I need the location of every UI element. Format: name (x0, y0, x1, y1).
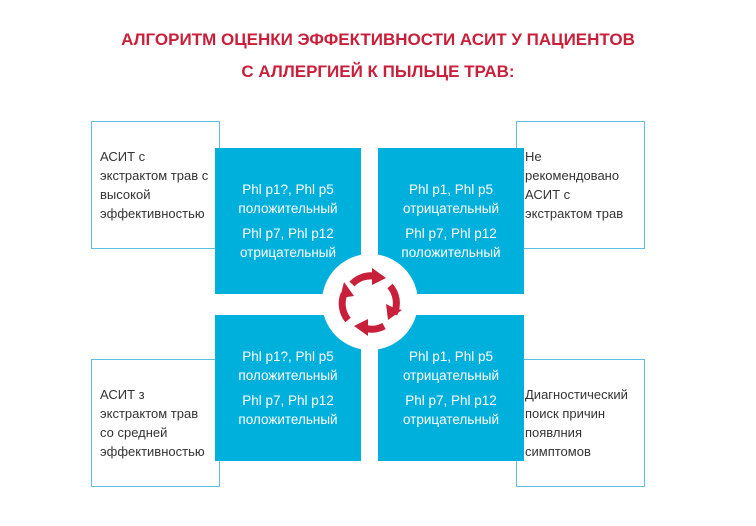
condition-top-left: Phl p1?, Phl p5 положительный Phl p7, Phl… (215, 148, 361, 294)
allergen-b: Phl p7, Phl p12 (242, 393, 334, 408)
outcome-top-right: Не рекомендовано АСИТ с экстрактом трав (516, 121, 645, 249)
condition-bottom-right: Phl p1, Phl p5 отрицательный Phl p7, Phl … (378, 315, 524, 461)
status-a: положительный (238, 201, 338, 216)
condition-top-right: Phl p1, Phl p5 отрицательный Phl p7, Phl … (378, 148, 524, 294)
status-b: отрицательный (402, 412, 500, 427)
allergen-b: Phl p7, Phl p12 (242, 226, 334, 241)
condition-bottom-left: Phl p1?, Phl p5 положительный Phl p7, Phl… (215, 315, 361, 461)
status-a: положительный (238, 368, 338, 383)
outcome-top-left: АСИТ с экстрактом трав с высокой эффекти… (91, 121, 220, 249)
outcome-bottom-right: Диагностический поиск причин появлния си… (516, 359, 645, 487)
cycle-arrows-icon (338, 268, 402, 336)
allergen-b: Phl p7, Phl p12 (405, 393, 497, 408)
status-a: отрицательный (402, 201, 500, 216)
allergen-a: Phl p1?, Phl p5 (242, 182, 334, 197)
allergen-a: Phl p1, Phl p5 (408, 349, 494, 364)
cycle-circle (322, 254, 418, 350)
outcome-bottom-left: АСИТ з экстрактом трав со средней эффект… (91, 359, 220, 487)
allergen-a: Phl p1, Phl p5 (408, 182, 494, 197)
allergen-b: Phl p7, Phl p12 (405, 226, 497, 241)
status-b: положительный (238, 412, 338, 427)
title-line-1: АЛГОРИТМ ОЦЕНКИ ЭФФЕКТИВНОСТИ АСИТ У ПАЦ… (121, 30, 635, 49)
title-line-2: С АЛЛЕРГИЕЙ К ПЫЛЬЦЕ ТРАВ: (241, 62, 515, 81)
status-a: отрицательный (402, 368, 500, 383)
allergen-a: Phl p1?, Phl p5 (242, 349, 334, 364)
status-b: положительный (401, 245, 501, 260)
status-b: отрицательный (239, 245, 337, 260)
